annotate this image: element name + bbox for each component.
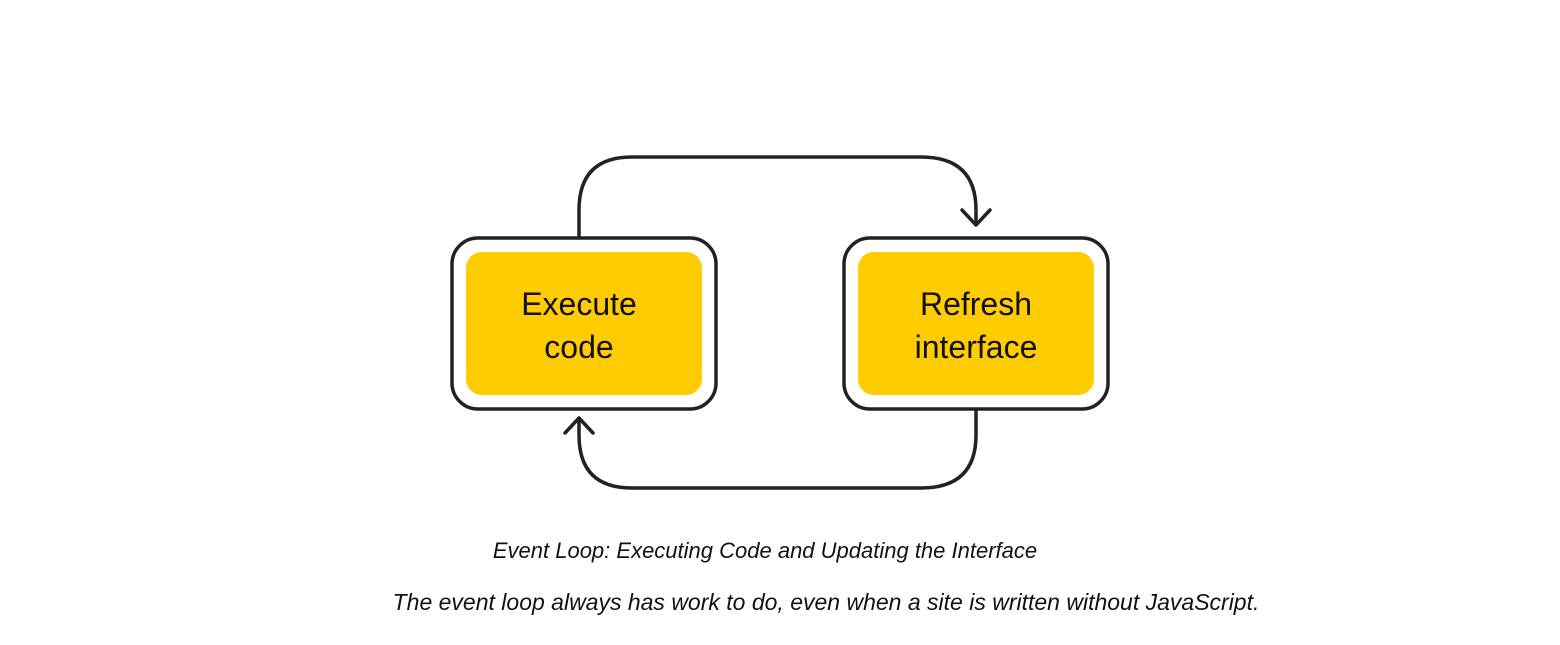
node-refresh-interface: Refresh interface bbox=[842, 236, 1110, 411]
node-refresh-fill bbox=[858, 252, 1094, 395]
diagram-caption-text: The event loop always has work to do, ev… bbox=[392, 589, 1260, 615]
node-execute-label-line1: Execute bbox=[521, 286, 637, 322]
arrowhead-down-icon bbox=[960, 208, 992, 227]
node-execute-fill bbox=[466, 252, 702, 395]
diagram-caption-title: Event Loop: Executing Code and Updating … bbox=[492, 538, 1038, 563]
arrowhead-up-icon bbox=[563, 416, 595, 435]
node-execute-code: Execute code bbox=[450, 236, 718, 411]
edge-bottom-line bbox=[577, 409, 978, 490]
edge-top-line bbox=[577, 155, 978, 238]
node-refresh-label-line1: Refresh bbox=[920, 286, 1032, 322]
edge-execute-to-refresh bbox=[577, 155, 992, 238]
node-refresh-label-line2: interface bbox=[915, 329, 1038, 365]
node-execute-label-line2: code bbox=[544, 329, 613, 365]
edge-refresh-to-execute bbox=[563, 409, 978, 490]
